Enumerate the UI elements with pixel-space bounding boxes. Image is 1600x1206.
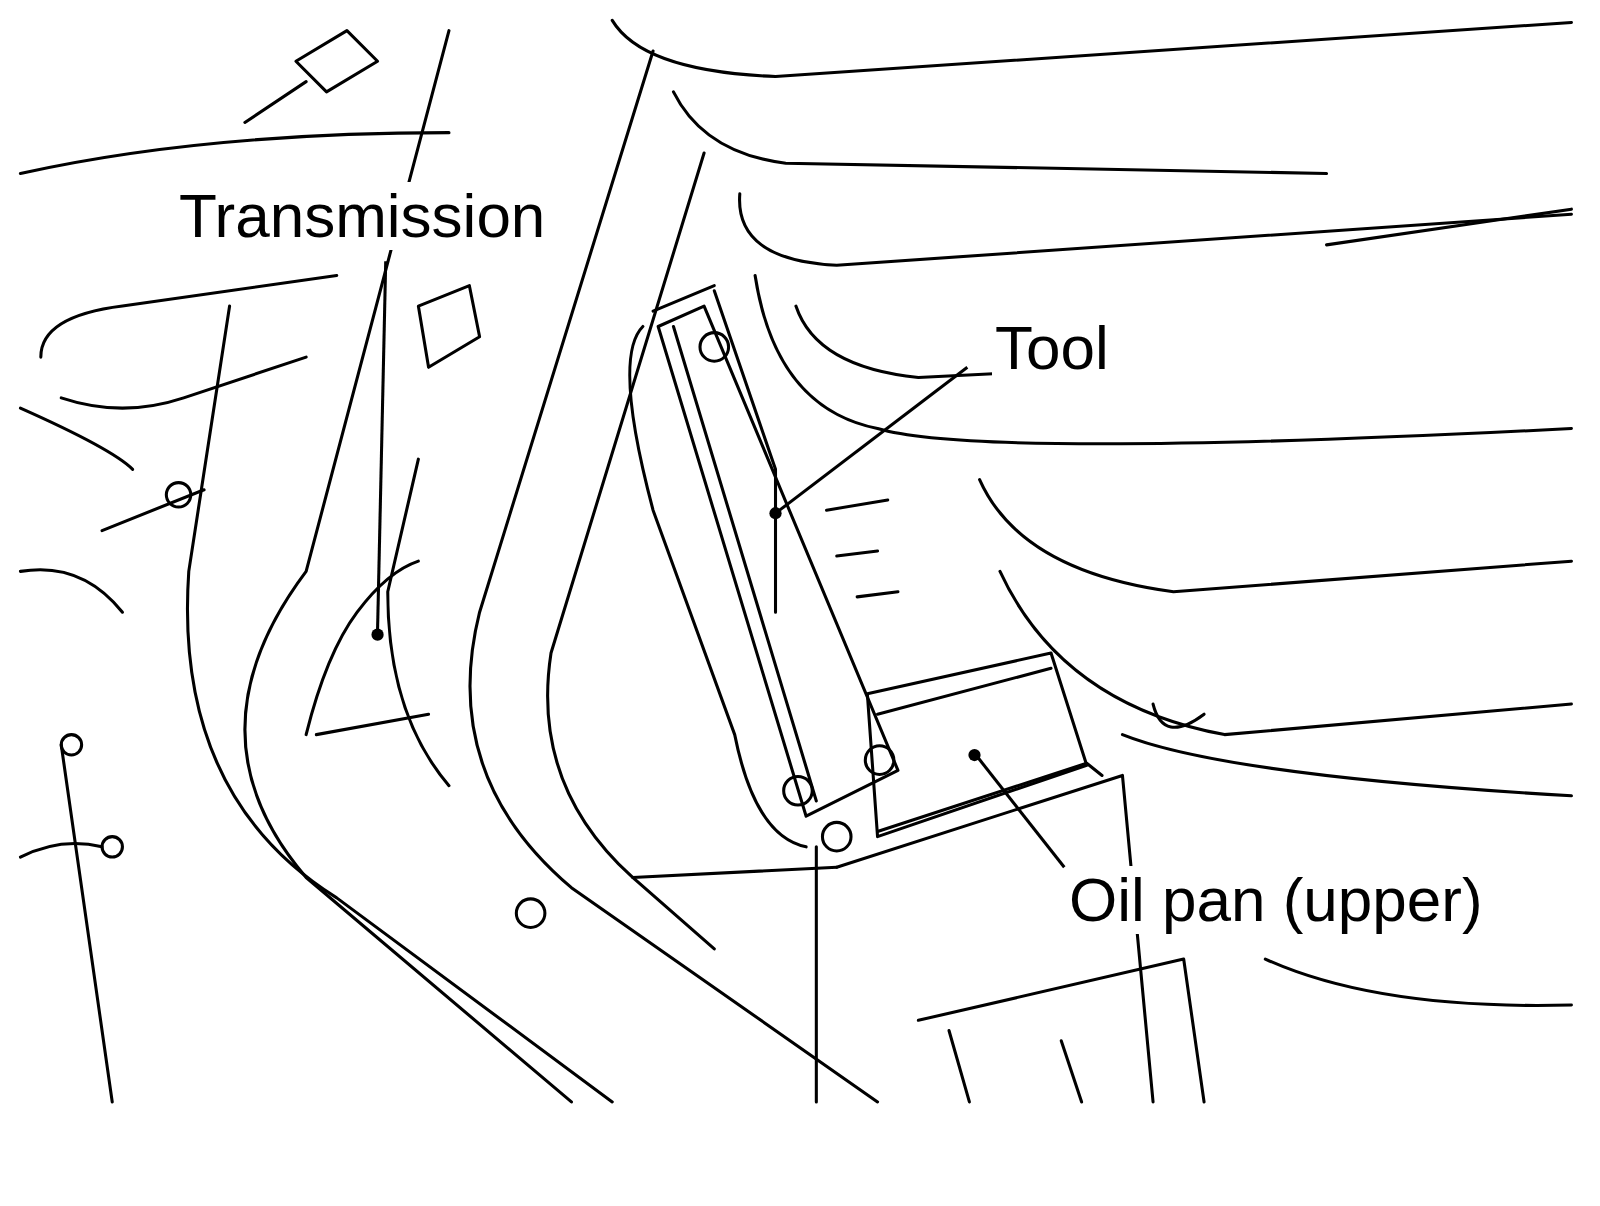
leader-dot: [371, 507, 980, 761]
part-label: Transmission: [176, 182, 548, 250]
part-label: Tool: [992, 314, 1112, 382]
leader-line: [378, 261, 1065, 867]
part-label: Oil pan (upper): [1066, 866, 1486, 934]
